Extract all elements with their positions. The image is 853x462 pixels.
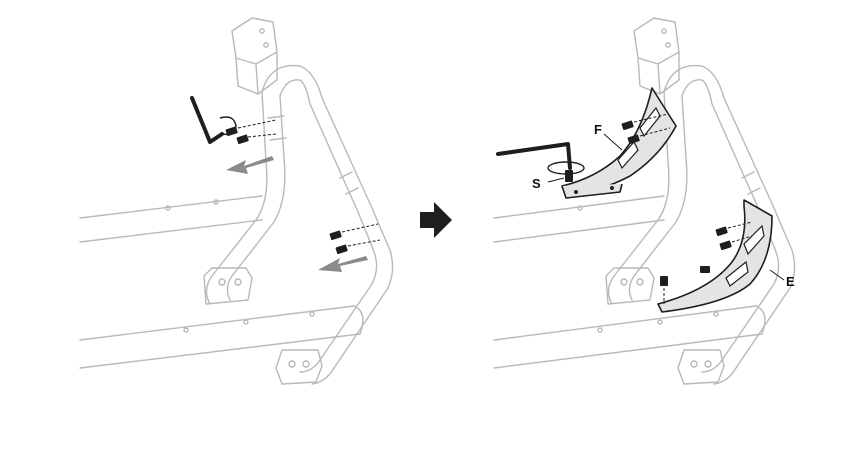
left-outer-tube [261,64,394,385]
right-rails [493,195,766,369]
left-hardware [190,96,381,272]
label-s: S [532,176,541,191]
left-rails [79,195,364,369]
left-base-clamp [203,267,323,385]
label-f: F [594,122,602,137]
allen-key-icon [190,96,224,144]
screw-s [565,170,573,182]
right-base-clamp [605,267,725,385]
left-inner-tube [205,91,287,305]
bracket-e [657,199,773,313]
right-top-block [633,17,680,95]
left-upper-bolts [225,119,277,145]
left-lower-bolts [329,223,381,255]
bracket-f [561,87,677,199]
remove-arrow-icon [318,256,368,272]
right-hardware [496,113,785,304]
left-panel [79,17,394,385]
right-arrow-icon [420,202,452,238]
right-inner-tube [607,91,688,305]
remove-arrow-icon [226,156,274,174]
label-e: E [786,274,795,289]
allen-key-icon [496,142,572,170]
left-top-block [231,17,278,95]
right-panel [493,17,796,385]
